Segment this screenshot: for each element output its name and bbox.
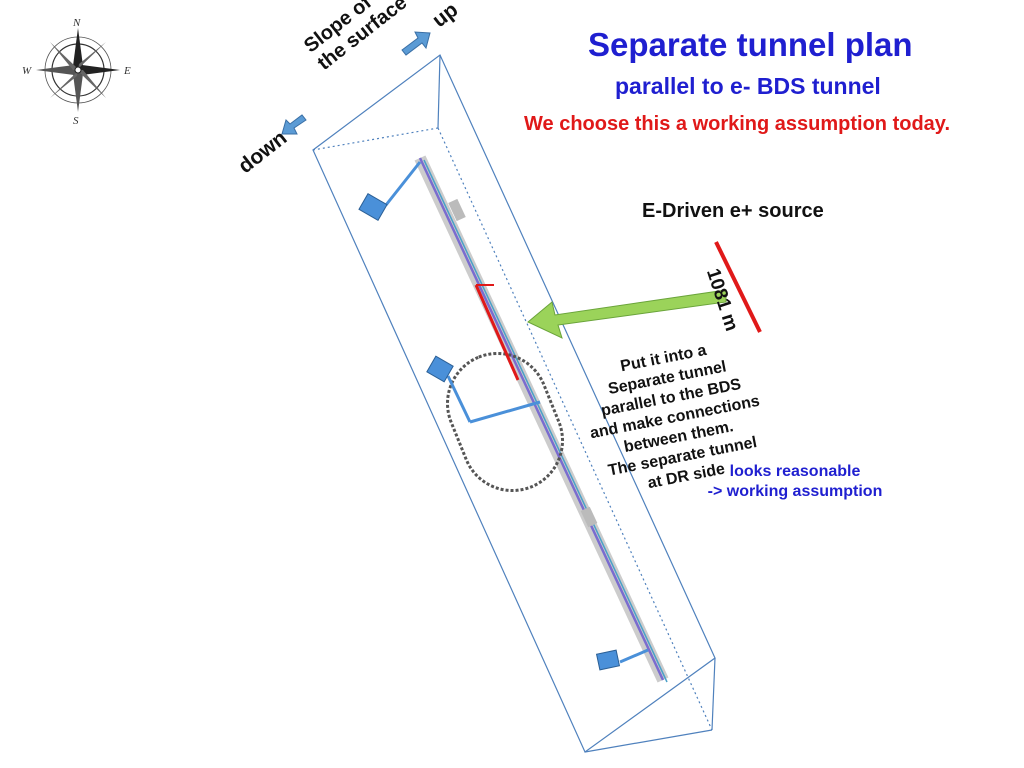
conclusion-line: -> working assumption: [707, 483, 883, 500]
compass-n: N: [72, 17, 81, 29]
compass-w: W: [22, 65, 32, 77]
compass-e: E: [123, 65, 131, 77]
length-bar: [714, 241, 762, 333]
conclusion-note: looks reasonable -> working assumption: [700, 462, 890, 502]
source-marker-beamline: [474, 284, 520, 381]
tunnel-prism: [312, 54, 716, 753]
damping-ring: [446, 351, 564, 493]
compass-s: S: [73, 115, 79, 127]
bds-beamline: [414, 155, 669, 683]
assumption-note: We choose this a working assumption toda…: [524, 113, 950, 135]
source-label: E-Driven e+ source: [642, 200, 824, 222]
conclusion-line: looks reasonable: [729, 463, 861, 480]
connection-mid: [426, 355, 541, 424]
connection-bottom: [595, 648, 649, 671]
slide-subtitle: parallel to e- BDS tunnel: [615, 73, 881, 99]
slide-title: Separate tunnel plan: [588, 26, 913, 63]
connection-top: [358, 161, 422, 221]
slope-down-arrow: [281, 114, 307, 135]
slope-up-arrow: [401, 31, 431, 56]
compass-icon: [36, 28, 120, 112]
green-arrow: [527, 289, 727, 339]
